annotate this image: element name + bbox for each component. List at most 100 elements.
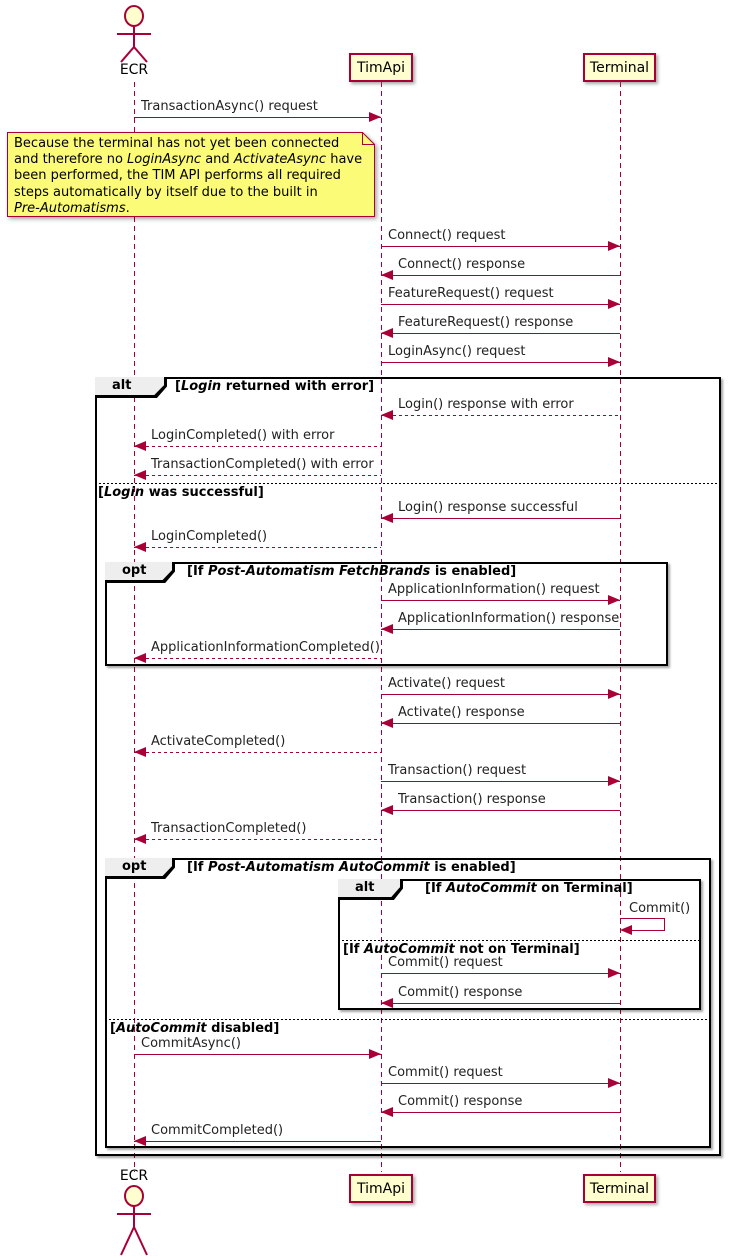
text-segment: [ — [98, 485, 104, 500]
message-commit-response-label: Commit() response — [398, 1094, 523, 1109]
message-activatecompleted-label: ActivateCompleted() — [151, 734, 286, 749]
message-featurerequest-response-line — [381, 333, 620, 334]
frame-divider-label-opt-autocommit-0: [AutoCommit disabled] — [110, 1021, 279, 1036]
message-transactioncompleted-with-error-label: TransactionCompleted() with error — [151, 457, 374, 472]
frame-divider-label-alt-login-0: [Login was successful] — [98, 485, 264, 500]
message-logincompleted-line — [134, 547, 381, 548]
message-commitcompleted-label: CommitCompleted() — [151, 1123, 284, 1138]
frame-guard-alt-autocommit: [If AutoCommit on Terminal] — [425, 881, 633, 897]
text-segment: AutoCommit — [445, 881, 537, 896]
message-commit-line-right — [664, 918, 665, 930]
message-activate-response-line — [381, 723, 620, 724]
message-logincompleted-arrowhead — [134, 542, 146, 552]
participant-actor-ecr-bottom — [112, 1185, 156, 1260]
message-connect-response-label: Connect() response — [398, 257, 526, 272]
message-applicationinformationcompleted-label: ApplicationInformationCompleted() — [151, 640, 380, 655]
message-commit-request-label: Commit() request — [388, 1065, 503, 1080]
message-activate-request-arrowhead — [608, 689, 620, 699]
frame-tab-fill-opt-fetchbrands: opt — [105, 562, 172, 580]
participant-box-terminal-top: Terminal — [583, 53, 656, 82]
note-text: Because the terminal has not yet been co… — [14, 136, 362, 217]
message-activate-request-label: Activate() request — [388, 676, 505, 691]
message-transaction-response-line — [381, 810, 620, 811]
note-background — [7, 132, 375, 217]
frame-keyword-alt-login: alt — [112, 378, 132, 393]
message-transactioncompleted-with-error-line — [134, 475, 381, 476]
message-featurerequest-response-arrowhead — [381, 328, 393, 338]
note-line: Because the terminal has not yet been co… — [14, 136, 362, 152]
note-line: steps automatically by itself due to the… — [14, 185, 362, 201]
text-segment: disabled] — [206, 1021, 280, 1036]
message-featurerequest-response-label: FeatureRequest() response — [398, 315, 574, 330]
text-segment: is enabled] — [429, 860, 516, 875]
frame-divider-alt-autocommit-0 — [338, 940, 701, 941]
text-segment: steps automatically by itself due to the… — [14, 184, 318, 200]
message-logincompleted-with-error-arrowhead — [134, 441, 146, 451]
message-applicationinformation-request-label: ApplicationInformation() request — [388, 582, 600, 597]
message-applicationinformation-request-line — [381, 600, 620, 601]
text-segment: [If — [187, 564, 208, 579]
message-transactioncompleted-arrowhead — [134, 834, 146, 844]
message-connect-request-arrowhead — [608, 241, 620, 251]
note-line: Pre-Automatisms. — [14, 201, 362, 217]
message-logincompleted-with-error-line — [134, 446, 381, 447]
frame-tab-alt-login: alt — [95, 377, 167, 398]
message-commitasync-line — [134, 1054, 381, 1055]
text-segment: was successful] — [144, 485, 264, 500]
message-commit-response-label: Commit() response — [398, 985, 523, 1000]
message-commitasync-label: CommitAsync() — [141, 1036, 241, 1051]
message-login-response-with-error-line — [381, 415, 620, 416]
message-activatecompleted-arrowhead — [134, 747, 146, 757]
text-segment: Post-Automatism AutoCommit — [207, 860, 430, 875]
message-transactioncompleted-line — [134, 839, 381, 840]
frame-tab-opt-autocommit: opt — [105, 858, 175, 879]
message-transactionasync-request-label: TransactionAsync() request — [141, 99, 318, 114]
message-loginasync-request-arrowhead — [608, 357, 620, 367]
frame-guard-alt-login: [Login returned with error] — [175, 379, 374, 395]
message-logincompleted-label: LoginCompleted() — [151, 529, 268, 544]
message-commit-request-arrowhead — [608, 968, 620, 978]
message-applicationinformationcompleted-arrowhead — [134, 653, 146, 663]
text-segment: been performed, the TIM API performs all… — [14, 168, 341, 184]
participant-box-terminal-bottom: Terminal — [583, 1174, 656, 1203]
text-segment: returned with error] — [221, 379, 375, 394]
participant-label-ecr-top: ECR — [119, 62, 149, 78]
message-activate-response-arrowhead — [381, 718, 393, 728]
message-commit-arrowhead — [620, 925, 632, 935]
text-segment: and therefore no — [14, 152, 128, 168]
message-commit-response-line — [381, 1112, 620, 1113]
text-segment: ActivateAsync — [233, 152, 327, 168]
participant-box-timapi-bottom: TimApi — [349, 1174, 413, 1203]
message-commit-line-top — [620, 918, 664, 919]
message-connect-request-line — [381, 246, 620, 247]
message-loginasync-request-label: LoginAsync() request — [388, 344, 526, 359]
text-segment: Post-Automatism FetchBrands — [207, 564, 431, 579]
message-commit-response-arrowhead — [381, 998, 393, 1008]
frame-divider-alt-login-0 — [95, 483, 721, 484]
frame-opt-fetchbrands: opt — [105, 562, 668, 666]
text-segment: on Terminal] — [536, 881, 633, 896]
message-commit-request-line — [381, 973, 620, 974]
frame-opt-autocommit: opt — [105, 858, 711, 1148]
text-segment: Pre-Automatisms — [14, 200, 126, 216]
text-segment: [ — [175, 379, 181, 394]
participant-label-ecr-bottom: ECR — [119, 1168, 149, 1184]
frame-tab-fill-opt-autocommit: opt — [105, 858, 172, 876]
text-segment: Login — [180, 379, 222, 394]
message-login-response-with-error-arrowhead — [381, 410, 393, 420]
message-transactionasync-request-line — [134, 117, 381, 118]
text-segment: [If — [425, 881, 446, 896]
message-connect-request-label: Connect() request — [388, 228, 506, 243]
message-transaction-request-line — [381, 781, 620, 782]
lifeline-ecr — [134, 82, 135, 1172]
message-connect-response-arrowhead — [381, 270, 393, 280]
message-transaction-request-arrowhead — [608, 776, 620, 786]
frame-keyword-opt-fetchbrands: opt — [122, 563, 147, 578]
actor-icon — [117, 5, 151, 63]
text-segment: AutoCommit — [363, 942, 455, 957]
message-activate-request-line — [381, 694, 620, 695]
message-commitcompleted-arrowhead — [134, 1136, 146, 1146]
text-segment: Login — [103, 485, 145, 500]
message-activatecompleted-line — [134, 752, 381, 753]
message-applicationinformation-response-label: ApplicationInformation() response — [398, 611, 620, 626]
